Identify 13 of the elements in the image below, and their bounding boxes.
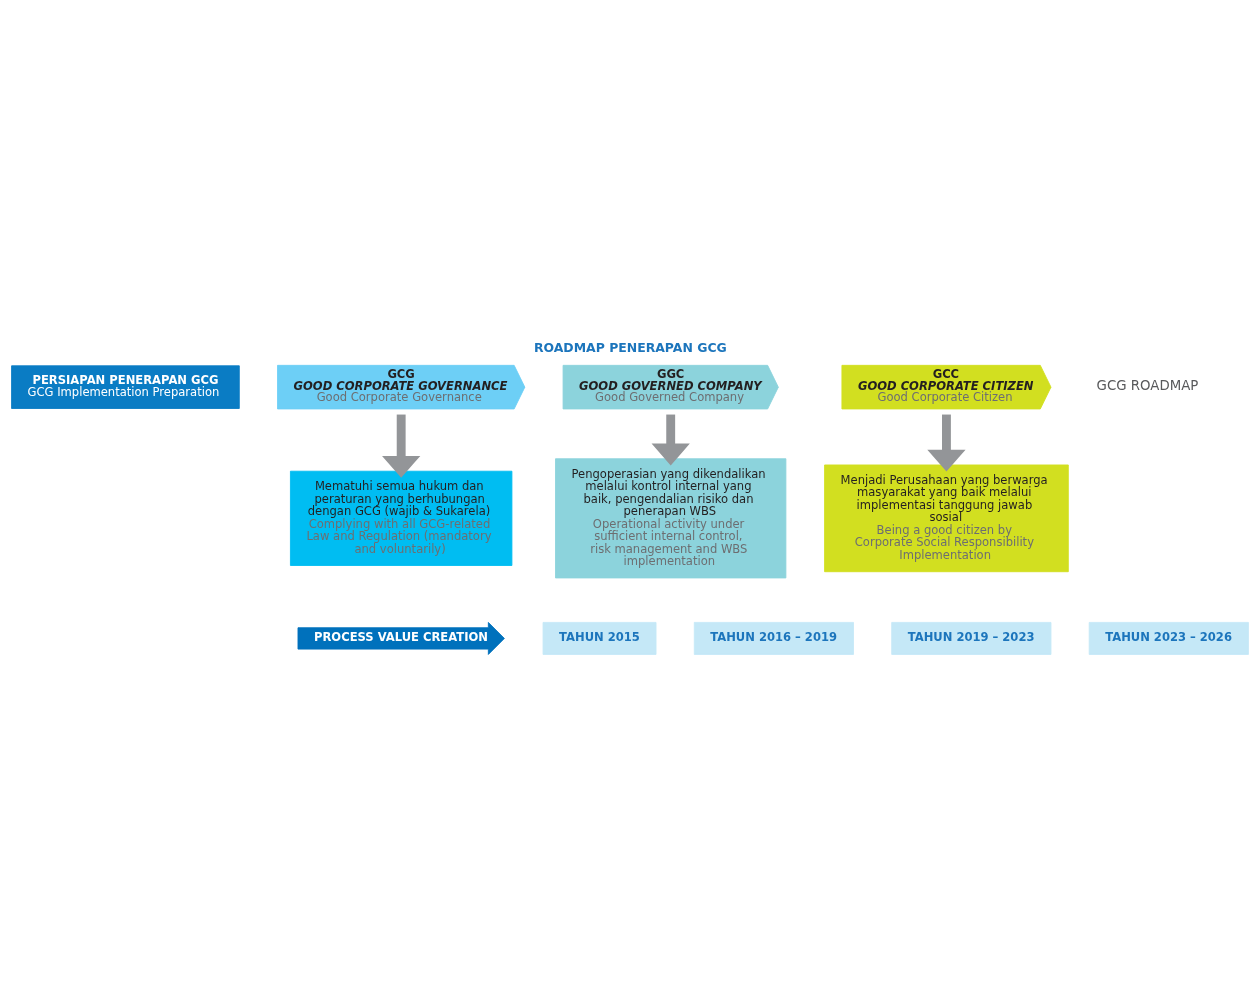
diagram-title: ROADMAP PENERAPAN GCG — [533, 340, 727, 356]
arrow — [382, 414, 421, 478]
node-box: TAHUN 2015 — [542, 621, 657, 655]
node-box: PERSIAPAN PENERAPAN GCG GCG Implementation Preparation — [11, 365, 240, 409]
label: GCG ROADMAP — [1096, 378, 1199, 394]
node-box: TAHUN 2016 – 2019 — [693, 621, 854, 655]
node-box: TAHUN 2019 – 2023 — [891, 621, 1052, 655]
node-box: Menjadi Perusahaan yang berwarga masyarakat yang baik melalui implementasi tanggung jawab sosial Being a good citizen by Corporate Social Responsibility Implementation — [824, 464, 1069, 573]
node-box: Pengoperasian yang dikendalikan melalui kontrol internal yang baik, pengendalian risiko dan penerapan WBS Operational activity under sufficient internal control, risk management and WBS implementation — [555, 458, 787, 579]
arrow — [927, 414, 966, 472]
node-box: Mematuhi semua hukum dan peraturan yang berhubungan dengan GCG (wajib & Sukarela) Complying with all GCG-related Law and Regulation (mandatory and voluntarily) — [290, 470, 513, 566]
node-box: TAHUN 2023 – 2026 — [1088, 621, 1249, 655]
arrow — [651, 414, 690, 466]
